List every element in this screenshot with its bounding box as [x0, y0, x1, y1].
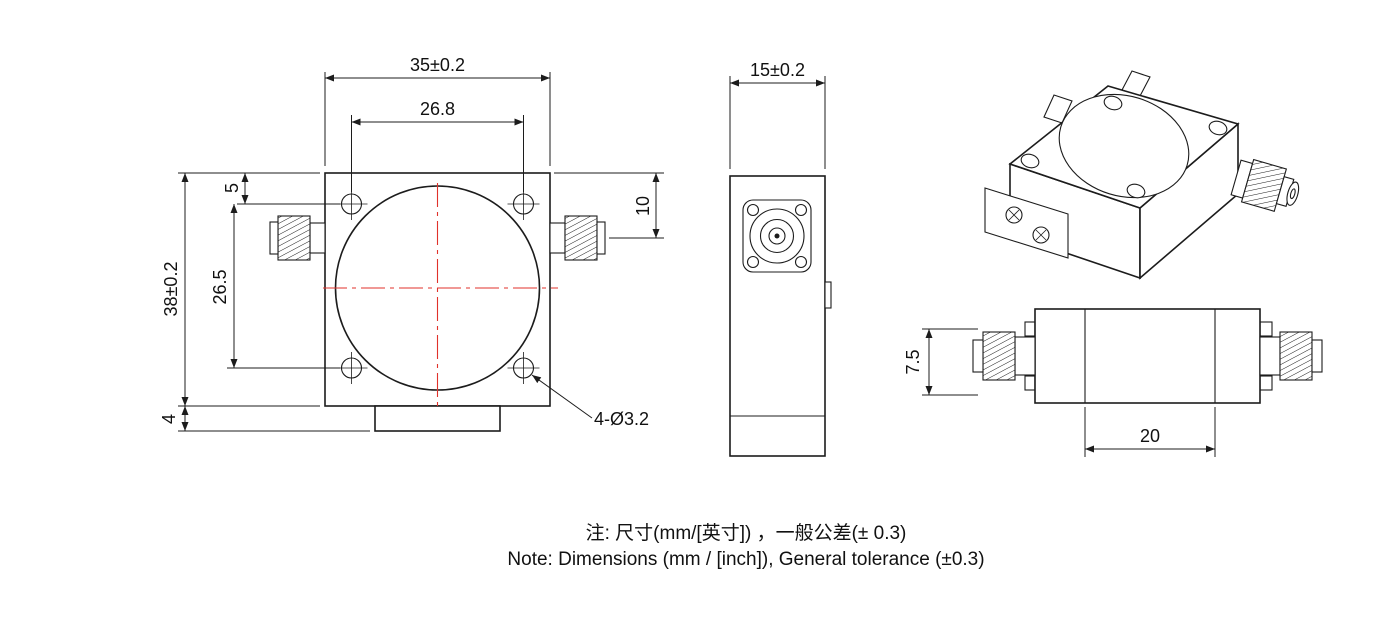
iso-mounting-ears: [1043, 70, 1151, 124]
dim-front-base-label: 4: [159, 414, 179, 424]
dim-profile-length: 20: [1084, 407, 1216, 457]
iso-side-plate: [984, 187, 1069, 259]
dim-front-hole-pitch-h-label: 26.8: [420, 99, 455, 119]
dim-side-depth: 15±0.2: [729, 60, 826, 169]
side-connector-flange: [742, 199, 812, 273]
dim-front-port-offset: 10: [554, 172, 664, 239]
dim-front-port-offset-label: 10: [633, 196, 653, 216]
hole-callout-label: 4-Ø3.2: [594, 409, 649, 429]
iso-connector: [1230, 158, 1300, 212]
profile-left-connector: [972, 331, 1036, 381]
side-view: 15±0.2: [729, 60, 832, 457]
dim-side-depth-label: 15±0.2: [750, 60, 805, 80]
front-base-tab: [374, 405, 501, 432]
isometric-view: [984, 70, 1300, 280]
dim-profile-height: 7.5: [903, 328, 978, 396]
dim-profile-length-label: 20: [1140, 426, 1160, 446]
note-line-cn: 注: 尺寸(mm/[英寸]) ，一般公差(± 0.3): [586, 522, 907, 544]
dim-front-base: 4: [159, 406, 370, 432]
notes: 注: 尺寸(mm/[英寸]) ，一般公差(± 0.3) Note: Dimens…: [507, 522, 984, 570]
dim-front-height: 38±0.2: [161, 172, 320, 407]
side-tab: [824, 281, 832, 309]
dim-front-hole-pitch-h: 26.8: [351, 99, 524, 192]
dim-front-width: 35±0.2: [324, 55, 551, 166]
dim-profile-height-label: 7.5: [903, 349, 923, 374]
front-view: 35±0.2 26.8 38±0.2 4 5: [159, 55, 664, 432]
dim-front-height-label: 38±0.2: [161, 262, 181, 317]
note-line-en: Note: Dimensions (mm / [inch]), General …: [507, 549, 984, 570]
technical-drawing: 35±0.2 26.8 38±0.2 4 5: [40, 16, 1400, 616]
front-right-connector: [549, 215, 606, 261]
front-left-connector: [269, 215, 326, 261]
profile-view: 7.5 20: [903, 308, 1323, 457]
profile-right-connector: [1259, 331, 1323, 381]
front-centerlines: [323, 183, 558, 409]
hole-callout: 4-Ø3.2: [531, 374, 649, 429]
dim-front-hole-offset-label: 5: [222, 183, 242, 193]
drawing-svg: 35±0.2 26.8 38±0.2 4 5: [159, 55, 1323, 570]
dim-front-width-label: 35±0.2: [410, 55, 465, 75]
dim-front-hole-pitch-v: 26.5: [210, 204, 340, 369]
dim-front-hole-pitch-v-label: 26.5: [210, 269, 230, 304]
iso-corner-holes: [1020, 95, 1228, 199]
dim-front-hole-offset: 5: [222, 173, 340, 205]
iso-cover-circle: [1058, 93, 1190, 199]
profile-body: [1034, 308, 1261, 404]
front-corner-holes: [335, 188, 540, 384]
